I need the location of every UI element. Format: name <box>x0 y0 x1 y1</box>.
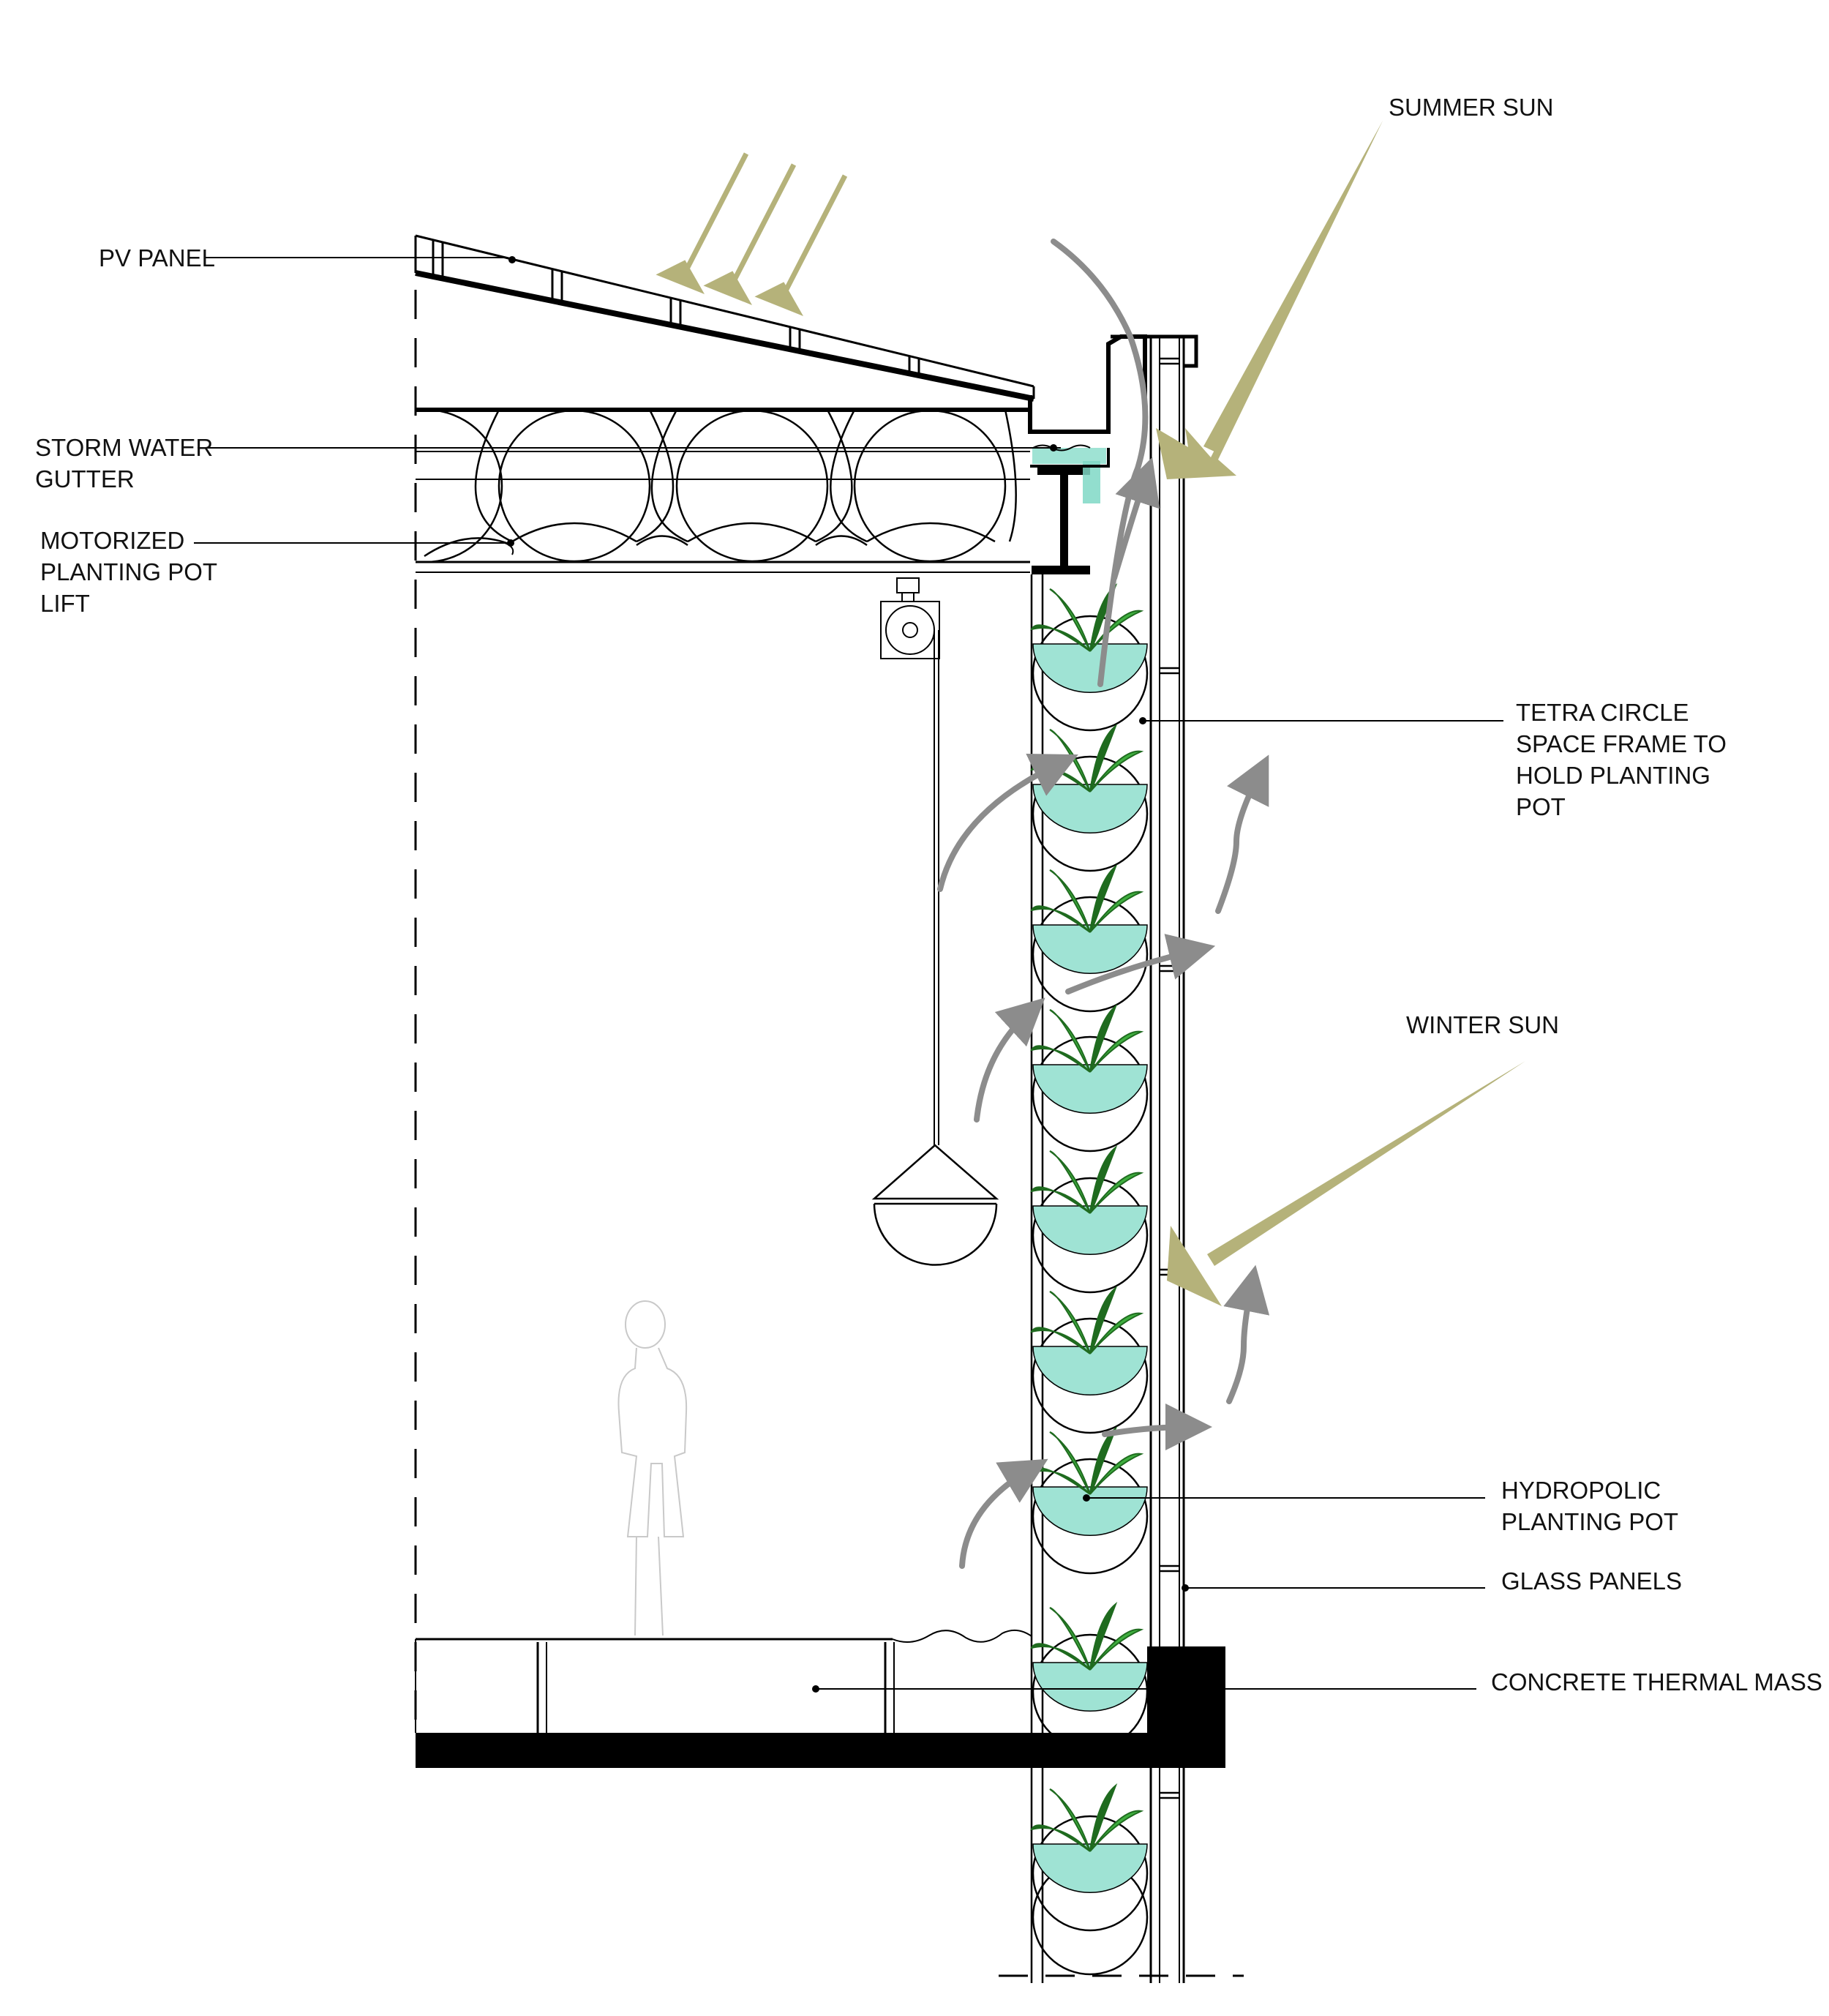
tetra-circle-frame <box>1032 1177 1149 1294</box>
leader-lines <box>194 256 1503 1693</box>
winter-sun-arrow-body <box>1207 1061 1525 1266</box>
tetra-circle-frame <box>1032 1815 1149 1932</box>
tetra-circle-frame <box>1032 615 1149 732</box>
air-arrow-4 <box>959 1458 1048 1569</box>
tetra-circle-frame <box>1032 1458 1149 1575</box>
label-hydropolic-pot: HYDROPOLIC PLANTING POT <box>1501 1477 1678 1535</box>
hydroponic-pot <box>1030 582 1148 694</box>
pv-sun-rays <box>656 152 848 316</box>
air-arrow-2 <box>974 997 1045 1123</box>
hydroponic-pot <box>1030 1285 1148 1396</box>
airflow-arrows <box>937 239 1270 1569</box>
ceiling-space-frame <box>416 408 1030 573</box>
sun-arrows <box>656 121 1525 1306</box>
tetra-circle-frame <box>1032 755 1149 872</box>
label-motorized-lift: MOTORIZED PLANTING POT LIFT <box>40 527 224 617</box>
tetra-circle-frame <box>1032 1317 1149 1434</box>
storm-water-gutter <box>1028 334 1147 503</box>
concrete-thermal-mass <box>415 1629 1244 1977</box>
label-storm-water-gutter: STORM WATER GUTTER <box>35 434 219 492</box>
hydroponic-pot <box>1030 1601 1148 1712</box>
summer-sun-arrow-head <box>1156 428 1236 479</box>
label-summer-sun: SUMMER SUN <box>1389 94 1554 121</box>
tetra-circle-frame <box>1032 1633 1149 1750</box>
planting-pots <box>1030 582 1149 1976</box>
hydroponic-pot <box>1030 1783 1148 1894</box>
label-winter-sun: WINTER SUN <box>1406 1011 1559 1038</box>
summer-sun-arrow-body <box>1203 121 1383 452</box>
winter-sun-arrow-head <box>1167 1226 1222 1306</box>
label-pv-panel: PV PANEL <box>99 244 215 271</box>
label-tetra-circle: TETRA CIRCLE SPACE FRAME TO HOLD PLANTIN… <box>1516 699 1733 820</box>
tetra-circle-frame <box>1032 1035 1149 1153</box>
tetra-circle-frame <box>1032 896 1149 1013</box>
air-arrow-7 <box>1223 1264 1270 1404</box>
hydroponic-pot <box>1030 863 1148 975</box>
motorized-lift <box>871 577 999 1266</box>
air-arrow-1 <box>937 754 1078 892</box>
summer-sun-arrow <box>1185 121 1383 476</box>
steel-i-beam <box>1032 466 1090 574</box>
labels: PV PANEL STORM WATER GUTTER MOTORIZED PL… <box>35 94 1822 1695</box>
label-concrete-thermal-mass: CONCRETE THERMAL MASS <box>1491 1668 1822 1695</box>
person-silhouette <box>617 1300 688 1636</box>
hydroponic-pot <box>1030 723 1148 834</box>
hydroponic-pot <box>1030 1144 1148 1256</box>
pv-panel-roof <box>414 234 1035 402</box>
air-arrow-top-2 <box>1111 457 1160 581</box>
label-glass-panels: GLASS PANELS <box>1501 1567 1682 1595</box>
hydroponic-pot <box>1030 1003 1148 1114</box>
air-arrow-6 <box>1215 754 1269 914</box>
hydroponic-pot <box>1030 1425 1148 1537</box>
air-arrow-3 <box>1065 934 1216 994</box>
air-arrow-5 <box>1102 1404 1212 1451</box>
